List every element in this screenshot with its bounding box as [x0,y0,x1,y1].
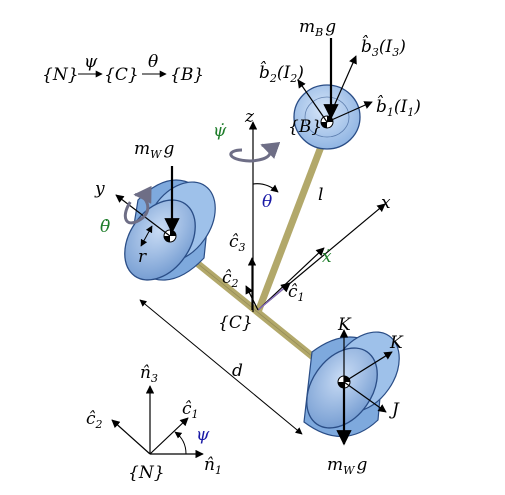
b3-label: b̂3(I3) [361,35,406,59]
K-top-label: K [337,315,352,335]
theta-dot-label: θ̇ [100,217,110,237]
frame-C-chain-label: {C} [104,65,139,85]
inertial-frame: n̂3 n̂1 ĉ1 ĉ2 ψ {N} [86,363,222,483]
K-right-label: K [389,333,404,353]
y-label: y [94,179,105,199]
length-l-label: l [318,185,323,205]
psi-dot-rotation-arrow [229,141,281,163]
x-label: x [381,193,391,213]
theta-arc [252,183,279,193]
radius-r-arrow [140,225,153,247]
b1-label: b̂1(I1) [376,95,421,119]
pendulum-rod [254,129,331,314]
body-vectors [297,38,373,123]
frame-N-label: {N} [42,65,79,85]
K-right-arrow [343,351,393,383]
n3-label: n̂3 [140,363,158,385]
inertial-c1-arrow [149,417,189,455]
z-label: z [244,107,255,127]
wheel-vectors [139,166,393,446]
inertial-psi-label: ψ [196,425,210,445]
c3-label: ĉ3 [229,232,246,254]
b1-axis-arrow [326,101,373,123]
frame-chain: {N} ψ {C} θ {B} [42,52,204,85]
inertial-psi-arc [174,431,187,455]
c1-label: ĉ1 [288,282,305,304]
b2-label: b̂2(I2) [259,61,304,85]
body-inner-ring [304,96,350,138]
distance-d-arrow [139,299,303,435]
psi-dot-label: ψ̇ [213,121,227,141]
x-dot-label: ẋ [322,247,332,267]
c2-label: ĉ2 [222,268,239,290]
chain-psi-label: ψ [84,52,98,72]
inertial-c1-label: ĉ1 [182,399,199,421]
chain-theta-label: θ [148,52,158,72]
b3-axis-arrow [326,55,357,123]
n1-label: n̂1 [204,455,222,477]
frame-B-label: {B} [288,117,322,137]
radius-r-label: r [138,247,147,267]
theta-label: θ [262,192,272,212]
J-label: J [389,400,400,420]
inertial-c2-label: ĉ2 [86,409,103,431]
frame-N-label-bottom: {N} [128,463,165,483]
J-arrow [343,381,387,413]
inertial-c2-arrow [111,419,151,455]
theta-dot-rotation-arrow [123,185,152,225]
frame-B-chain-label: {B} [170,65,204,85]
rotation-arrows [123,141,281,225]
b2-axis-arrow [297,79,328,123]
frame-C-label: {C} [218,313,253,333]
